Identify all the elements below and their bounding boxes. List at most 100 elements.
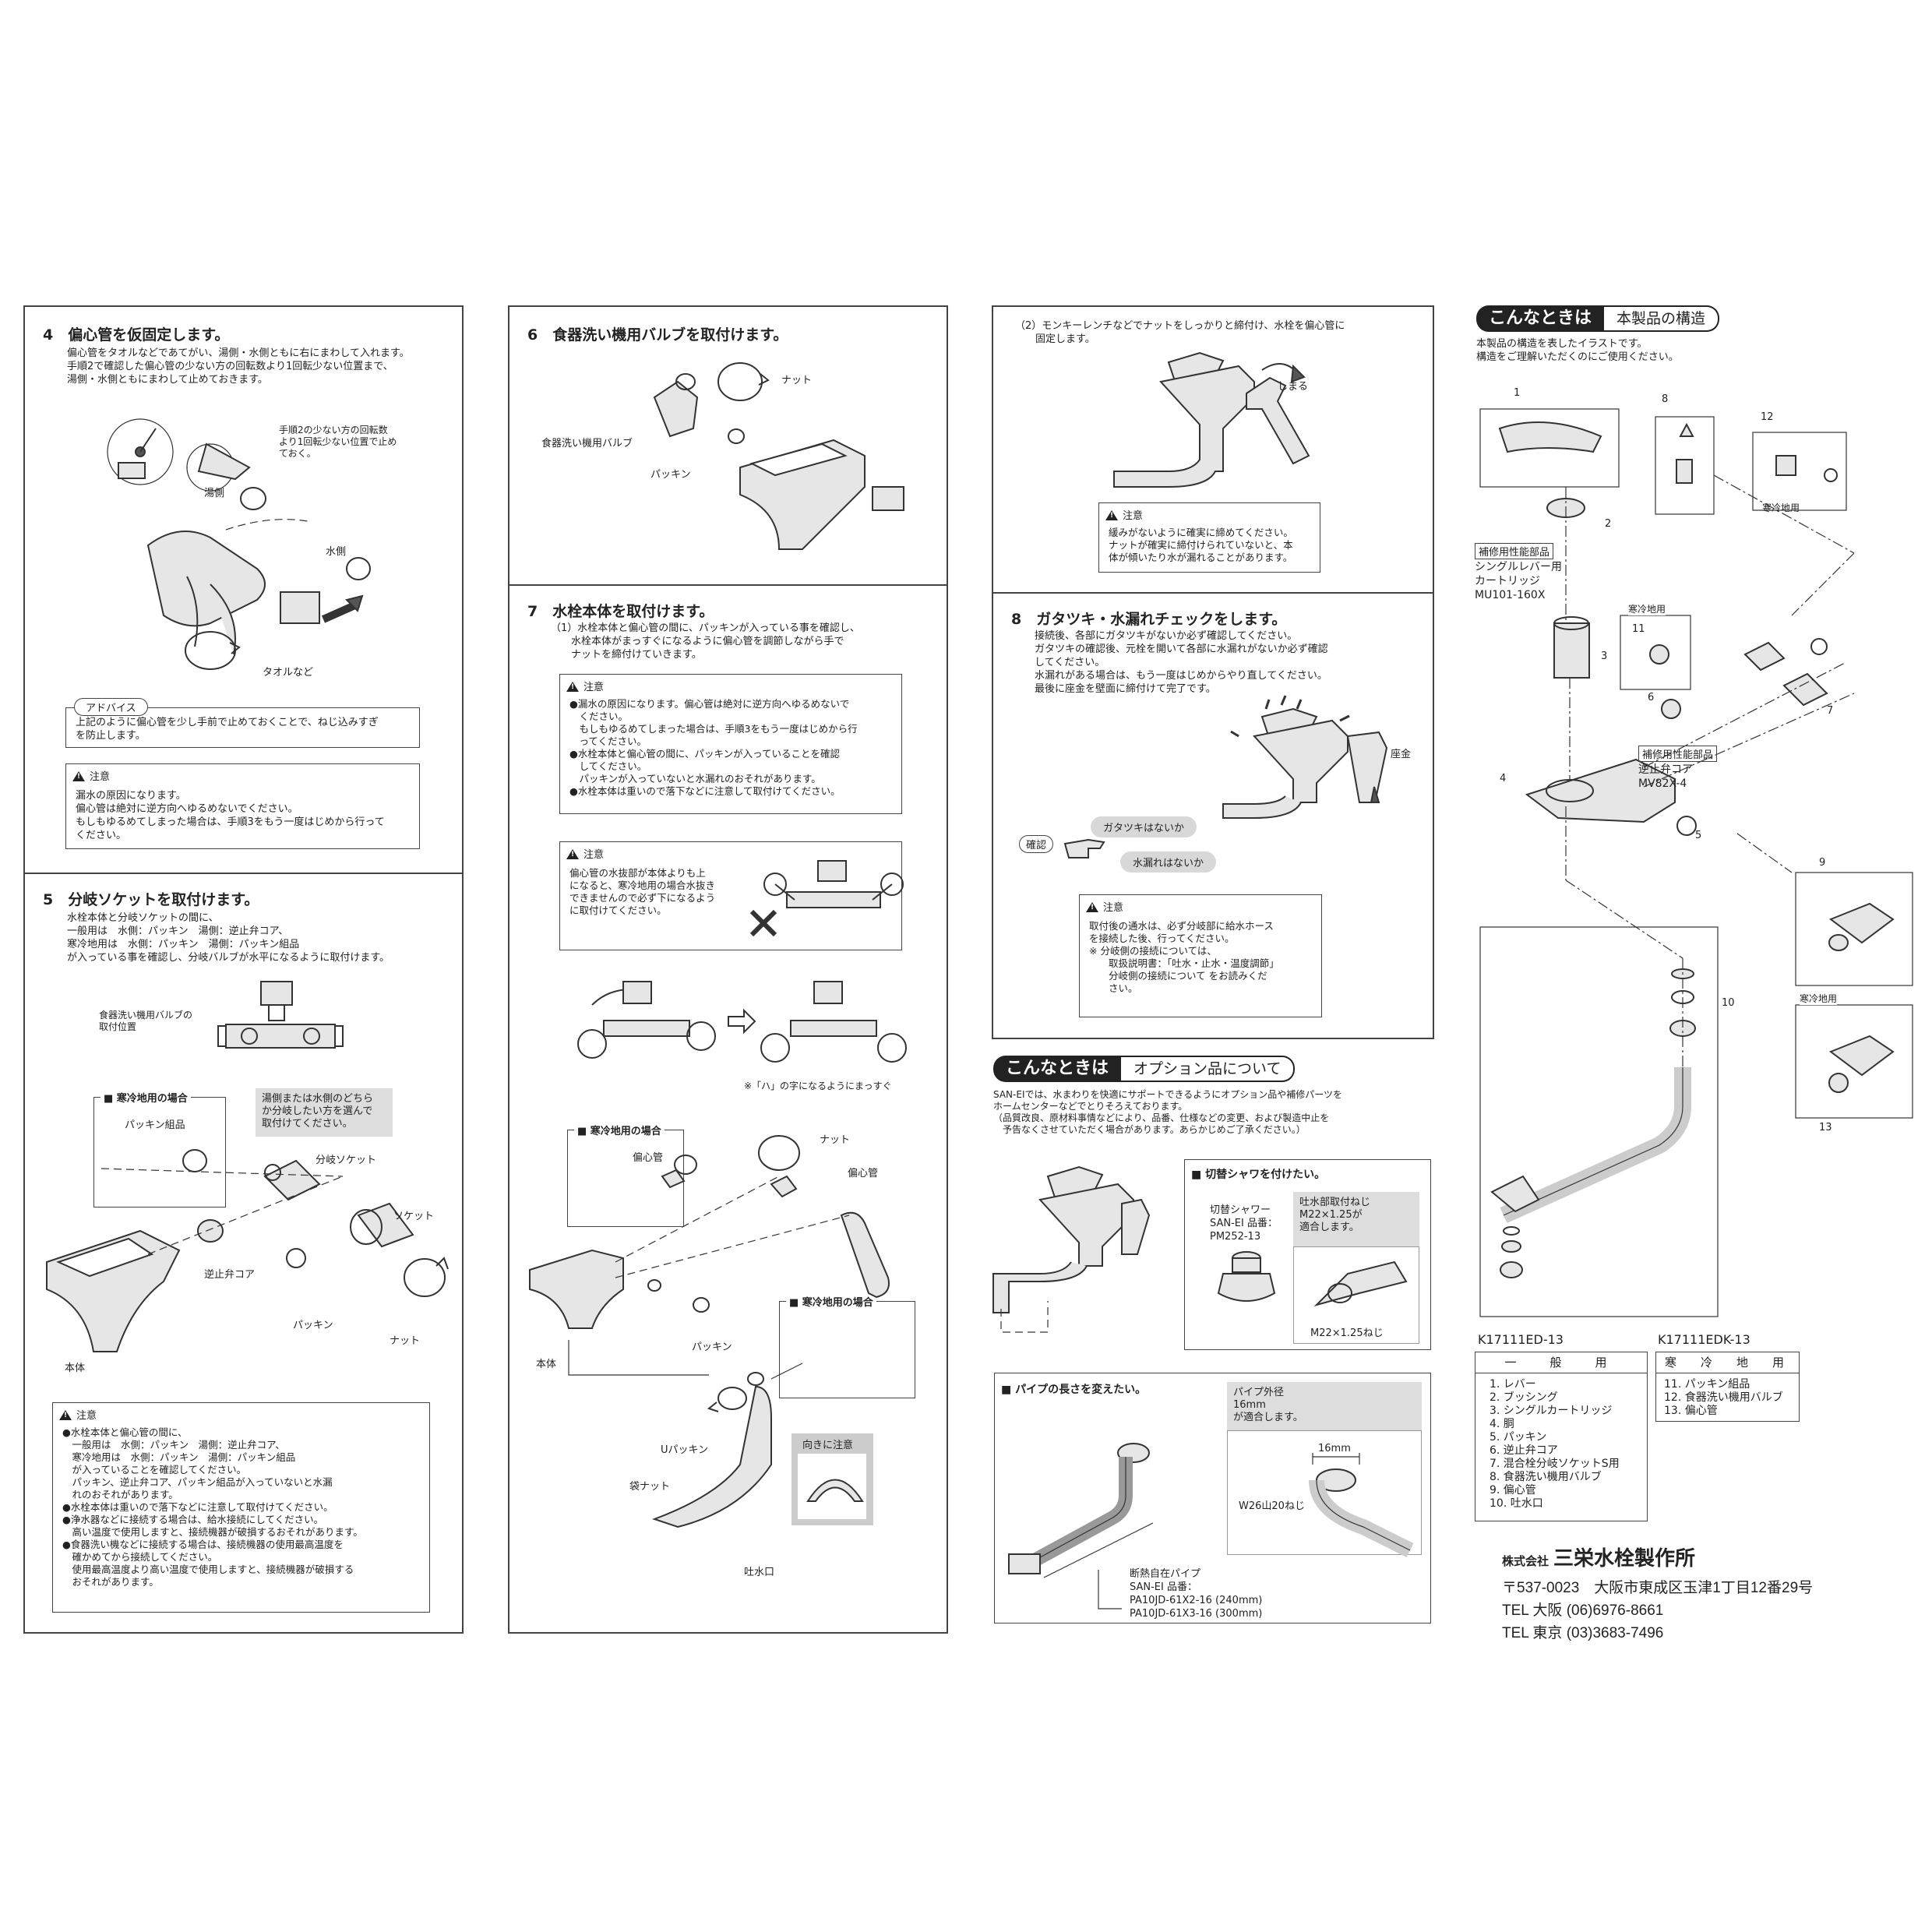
- company-prefix: 株式会社: [1502, 1555, 1549, 1568]
- options-shower-thread: M22×1.25ねじ: [1310, 1327, 1384, 1339]
- step5-shaded-note: 湯側または水側のどちら か分岐したい方を選んで 取付けてください。: [256, 1088, 393, 1137]
- options-shower-name: 切替シャワー SAN-EI 品番： PM252-13: [1210, 1204, 1278, 1243]
- options-pipe-thread: W26山20ねじ: [1239, 1500, 1305, 1512]
- parts-list-item: 8. 食器洗い機用バルブ: [1490, 1471, 1602, 1483]
- step8-pill-rattle: ガタツキはないか: [1091, 816, 1197, 837]
- warning-icon: [1086, 902, 1098, 912]
- step4-label-hot: 湯側: [204, 488, 225, 499]
- parts-list-item: 6. 逆止弁コア: [1490, 1444, 1558, 1457]
- divider-4-5: [23, 873, 464, 874]
- part-number-1: 1: [1514, 387, 1521, 399]
- options-pipe-illustration: [1008, 1443, 1154, 1609]
- step7-label-nut: ナット: [820, 1134, 851, 1146]
- repair-text-cartridge: シングルレバー用 カートリッジ MU101-160X: [1475, 561, 1562, 601]
- step4-illustration: [107, 418, 371, 670]
- step7b-caution-box: 注意 緩みがないように確実に締めてください。 ナットが確実に締付けられていないと…: [1098, 502, 1320, 573]
- step5-label-branch-socket: 分岐ソケット: [316, 1155, 377, 1166]
- step7-caution2-text: 偏心管の水抜部が本体よりも上 になると、寒冷地用の場合水抜き できませんので必ず…: [569, 867, 716, 916]
- part-number-5: 5: [1695, 830, 1702, 841]
- parts-list-item: 9. 偏心管: [1490, 1484, 1536, 1497]
- step7b-wrench-illustration: [1113, 351, 1310, 488]
- step5-label-packing-set: パッキン組品: [125, 1119, 185, 1131]
- parts-list-item: 7. 混合栓分岐ソケットS用: [1490, 1458, 1620, 1470]
- step7-label-body: 本体: [536, 1359, 557, 1370]
- repair-tag-check-core: 補修用性能部品: [1638, 746, 1718, 762]
- step5-label-socket: ソケット: [393, 1211, 435, 1222]
- parts-list-item: 2. ブッシング: [1490, 1391, 1558, 1404]
- step8-check-illustration: [1222, 695, 1388, 819]
- company-block: 株式会社 三栄水栓製作所 〒537-0023 大阪市東成区玉津1丁目12番29号…: [1502, 1542, 1907, 1642]
- step7b-caution-text: 緩みがないように確実に締めてください。 ナットが確実に締付けられていないと、本 …: [1109, 527, 1293, 563]
- parts-list-item: 13. 偏心管: [1664, 1405, 1718, 1417]
- step7-title: 7 水栓本体を取付けます。: [527, 603, 714, 620]
- step5-cold-head: ■ 寒冷地用の場合: [100, 1090, 191, 1105]
- step7b-caution-head: 注意: [1123, 510, 1144, 522]
- step4-caution-text: 漏水の原因になります。 偏心管は絶対に逆方向へゆるめないでください。 もしもゆる…: [76, 790, 385, 841]
- company-address: 〒537-0023 大阪市東成区玉津1丁目12番29号: [1502, 1580, 1814, 1596]
- step5-caution-text: ●水栓本体と偏心管の間に、 一般用は 水側：パッキン 湯側：逆止弁コア、 寒冷地…: [62, 1426, 363, 1588]
- step8-title: 8 ガタツキ・水漏れチェックをします。: [1011, 611, 1287, 628]
- repair-text-check-core: 逆止弁コア MV82X-4: [1638, 763, 1693, 790]
- step4-note: 手順2の少ない方の回転数 より1回転少ない位置で止め ておく。: [279, 425, 397, 459]
- step4-caution-head: 注意: [90, 771, 111, 783]
- step7-caution2-head: 注意: [583, 849, 605, 861]
- options-shower-thread-box: [1293, 1246, 1419, 1344]
- step6-illustration: [653, 362, 904, 550]
- step5-valve-illustration: [217, 981, 344, 1049]
- cold-region-label-11: 寒冷地用: [1628, 602, 1666, 615]
- step4-advice-tag: アドバイス: [74, 698, 148, 716]
- options-header: こんなときは オプション品について: [993, 1056, 1296, 1082]
- options-faucet-illustration: [992, 1165, 1151, 1333]
- step6-label-nut: ナット: [781, 375, 813, 386]
- step5-caution-box: 注意 ●水栓本体と偏心管の間に、 一般用は 水側：パッキン 湯側：逆止弁コア、 …: [52, 1402, 430, 1613]
- part-number-2: 2: [1605, 518, 1612, 530]
- options-pipe-thread-illustration: [1309, 1453, 1414, 1557]
- parts-list-item: 3. シングルカートリッジ: [1490, 1405, 1613, 1417]
- step6-label-packing: パッキン: [650, 469, 691, 481]
- options-shower-box: ■ 切替シャワを付けたい。: [1184, 1159, 1431, 1350]
- options-description: SAN-EIでは、水まわりを快適にサポートできるようにオプション品や補修パーツを…: [993, 1089, 1342, 1135]
- parts-list-item: 11. パッキン組品: [1664, 1378, 1750, 1391]
- step7-label-bagnut: 袋ナット: [629, 1481, 671, 1493]
- step7-caution1-box: 注意 ●漏水の原因になります。偏心管は絶対に逆方向へゆるめないで ください。 も…: [559, 674, 902, 814]
- step7-wrong-orientation-illustration: [749, 860, 904, 937]
- panel-step-7b-8: [992, 305, 1434, 1039]
- part-number-9: 9: [1819, 857, 1826, 869]
- parts-list-item: 4. 胴: [1490, 1418, 1514, 1430]
- step4-description: 偏心管をタオルなどであてがい、湯側・水側ともに右にまわして入れます。 手順2で確…: [67, 347, 410, 386]
- model-cold-region: K17111EDK-13: [1658, 1332, 1750, 1347]
- step4-title: 4 偏心管を仮固定します。: [43, 326, 230, 344]
- step5-title: 5 分岐ソケットを取付けます。: [43, 891, 259, 908]
- step7-direction-box: 向きに注意: [791, 1433, 873, 1525]
- step5-label-nut: ナット: [390, 1335, 421, 1347]
- step8-confirm-tag: 確認: [1019, 835, 1054, 853]
- part-number-7: 7: [1827, 705, 1834, 717]
- step7-label-spout: 吐水口: [744, 1567, 775, 1578]
- parts-table-cold-head: 寒 冷 地 用: [1656, 1352, 1799, 1373]
- options-tag1: こんなときは: [993, 1056, 1122, 1082]
- options-shower-head: ■ 切替シャワを付けたい。: [1191, 1169, 1326, 1181]
- structure-description: 本製品の構造を表したイラストです。 構造をご理解いただくのにご使用ください。: [1476, 338, 1679, 363]
- part-number-3: 3: [1601, 650, 1608, 662]
- step4-advice-text: 上記のように偏心管を少し手前で止めておくことで、ねじ込みすぎ を防止します。: [76, 717, 379, 742]
- panel-steps-6-7: [508, 305, 948, 1634]
- step5-label-check-core: 逆止弁コア: [204, 1269, 256, 1281]
- step5-label-body: 本体: [65, 1363, 86, 1374]
- step7-footnote: ※「ハ」の字になるようにまっすぐ: [744, 1081, 892, 1091]
- company-name: 三栄水栓製作所: [1553, 1546, 1696, 1570]
- step5-exploded-illustration: [46, 1149, 449, 1352]
- part-number-4: 4: [1500, 773, 1507, 784]
- step6-title: 6 食器洗い機用バルブを取付けます。: [527, 326, 788, 344]
- structure-header: こんなときは 本製品の構造: [1476, 305, 1720, 332]
- step8-description: 接続後、各部にガタツキがないか必ず確認してください。 ガタツキの確認後、元栓を開…: [1035, 630, 1328, 695]
- part-number-10: 10: [1722, 997, 1735, 1009]
- cold-region-label-13: 寒冷地用: [1800, 992, 1838, 1005]
- options-pipe-thread-box: [1227, 1430, 1422, 1555]
- company-tel-osaka: TEL 大阪 (06)6976-8661: [1502, 1602, 1664, 1619]
- parts-list-item: 5. パッキン: [1490, 1431, 1547, 1444]
- structure-exploded-diagram: [1479, 408, 1913, 1317]
- step7-exploded-illustration: [529, 1135, 890, 1528]
- step8-caution-box: 注意 取付後の通水は、必ず分岐部に給水ホース を接続した後、行ってください。 ※…: [1079, 894, 1322, 1017]
